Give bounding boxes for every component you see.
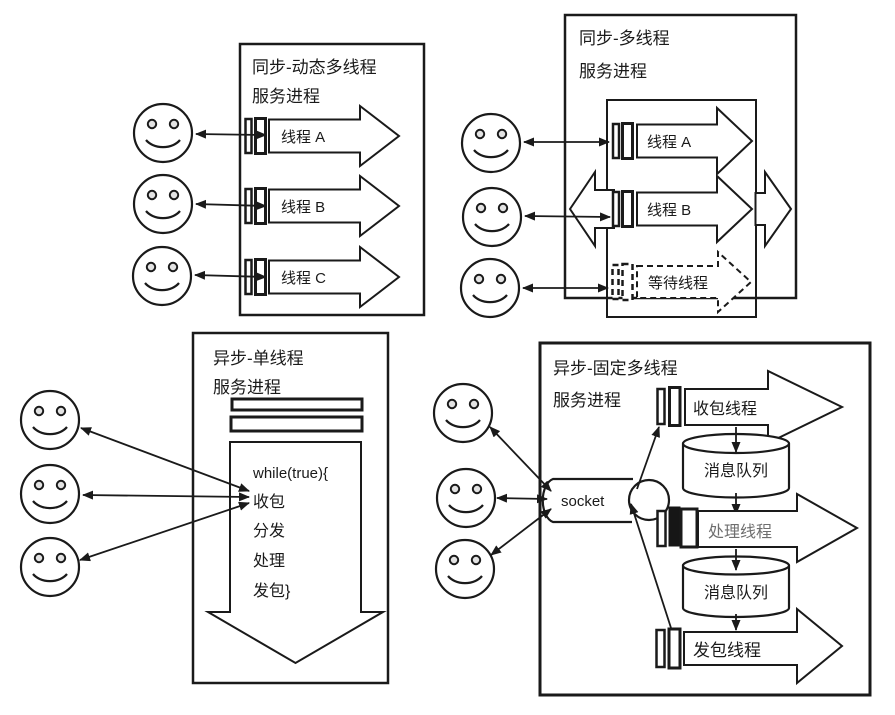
send-thread-arrow xyxy=(683,606,844,686)
thread-label: 线程 A xyxy=(281,129,325,146)
client-smiley-icon xyxy=(459,257,521,319)
queue-bar xyxy=(667,627,682,670)
client-smiley-icon xyxy=(461,186,523,248)
queue-bar xyxy=(611,190,621,228)
queue-bar-filled xyxy=(668,506,681,547)
loop-code-line: 发包} xyxy=(253,582,291,600)
panel-title-line2: 服务进程 xyxy=(553,391,621,410)
thread-arrow xyxy=(268,244,401,310)
queue-bar xyxy=(679,507,699,549)
queue-bar xyxy=(656,387,666,426)
queue-bar xyxy=(244,117,253,155)
client-smiley-icon xyxy=(132,102,194,164)
queue-bar-dashed xyxy=(621,262,634,302)
client-smiley-icon xyxy=(19,536,81,598)
proc-thread-arrow xyxy=(697,492,860,564)
panel-title-line1: 同步-动态多线程 xyxy=(252,58,377,77)
thread-arrow xyxy=(268,103,401,169)
socket-to-recv-arrow xyxy=(636,426,660,490)
proc-thread-label: 处理线程 xyxy=(708,523,772,541)
waiting-thread-label: 等待线程 xyxy=(648,274,708,292)
message-queue-label: 消息队列 xyxy=(704,584,768,602)
panel-sync-multi: 同步-多线程 服务进程 等待线程 线程 A 线程 B xyxy=(459,13,798,319)
loop-code-line: while(true){ xyxy=(252,465,328,482)
recv-thread-arrow xyxy=(684,369,845,445)
loop-code-line: 分发 xyxy=(253,522,285,540)
recv-thread-label: 收包线程 xyxy=(693,400,757,418)
loop-code-line: 收包 xyxy=(253,493,285,511)
client-link-arrow xyxy=(195,199,267,211)
thread-label: 线程 C xyxy=(281,270,326,287)
client-link-arrow xyxy=(79,501,250,562)
thread-arrow xyxy=(636,173,754,245)
queue-bar-horizontal xyxy=(229,415,364,433)
client-link-arrow xyxy=(524,211,611,222)
queue-bar-dashed xyxy=(611,263,620,301)
process-box xyxy=(238,42,426,317)
panel-async-single: 异步-单线程 服务进程 while(true){ 收包 分发 处理 发包} xyxy=(19,331,390,685)
panel-title-line1: 同步-多线程 xyxy=(579,29,670,48)
client-link-arrow xyxy=(195,129,267,140)
client-smiley-icon xyxy=(432,382,494,444)
queue-bar xyxy=(655,628,666,669)
panel-sync-dynamic: 同步-动态多线程 服务进程 线程 A 线程 B 线程 C xyxy=(131,42,426,317)
queue-bar xyxy=(611,122,621,160)
loop-code-line: 处理 xyxy=(253,552,285,570)
client-smiley-icon xyxy=(435,467,497,529)
thread-arrow xyxy=(268,173,401,239)
client-link-arrow xyxy=(82,490,250,502)
client-smiley-icon xyxy=(131,245,193,307)
client-link-arrow xyxy=(489,426,552,492)
send-thread-label: 发包线程 xyxy=(693,641,761,660)
event-loop-arrow xyxy=(204,441,387,665)
client-smiley-icon xyxy=(19,389,81,451)
queue-bar xyxy=(621,190,634,228)
panel-title-line2: 服务进程 xyxy=(579,62,647,81)
thread-label: 线程 B xyxy=(281,199,325,216)
client-link-arrow xyxy=(490,508,552,556)
thread-label: 线程 A xyxy=(647,134,691,151)
queue-bar xyxy=(656,509,667,548)
thread-label: 线程 B xyxy=(647,202,691,219)
client-link-arrow xyxy=(80,427,250,492)
waiting-thread-arrow xyxy=(636,249,753,315)
panel-title-line1: 异步-固定多线程 xyxy=(553,359,678,378)
socket-label: socket xyxy=(561,493,605,510)
queue-bar xyxy=(254,117,267,155)
client-link-arrow xyxy=(496,493,548,504)
queue-bar-horizontal xyxy=(230,397,364,412)
panel-title-line1: 异步-单线程 xyxy=(213,349,304,368)
client-smiley-icon xyxy=(434,538,496,600)
client-smiley-icon xyxy=(460,112,522,174)
client-link-arrow xyxy=(194,270,267,282)
panel-title-line2: 服务进程 xyxy=(213,378,281,397)
thread-arrow xyxy=(636,105,754,177)
message-queue-label: 消息队列 xyxy=(704,462,768,480)
client-smiley-icon xyxy=(132,173,194,235)
panel-title-line2: 服务进程 xyxy=(252,87,320,106)
send-to-socket-arrow xyxy=(629,503,673,632)
client-smiley-icon xyxy=(19,463,81,525)
panel-async-fixed: 异步-固定多线程 服务进程 socket 收包线程 消息队列 处理线程 消息队列 xyxy=(432,341,872,697)
queue-bar xyxy=(621,122,634,160)
queue-bar xyxy=(668,386,682,427)
outbound-right-arrow xyxy=(754,168,793,250)
